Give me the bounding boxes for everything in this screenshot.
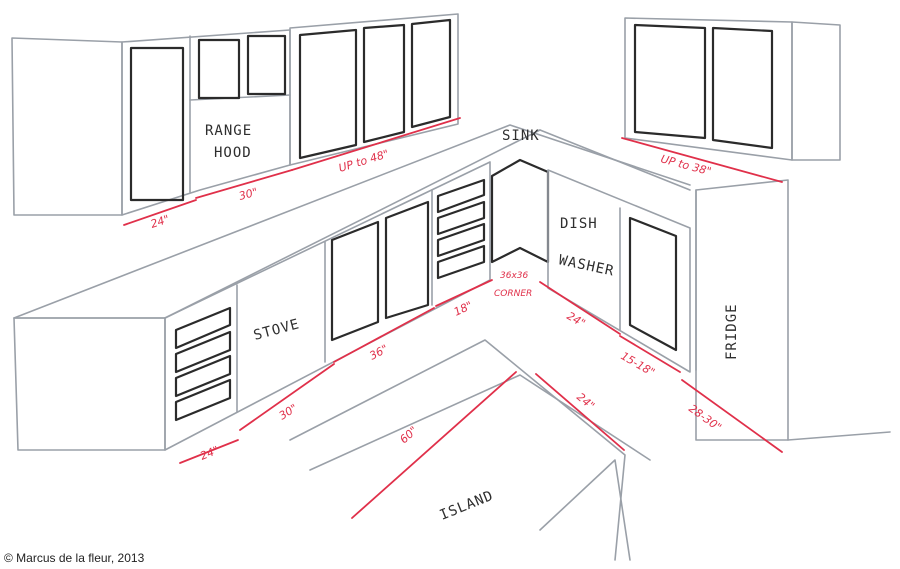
label-corner: CORNER	[494, 289, 532, 299]
upper-door-1	[298, 28, 358, 160]
sink-door-left	[330, 220, 380, 342]
drawer-stack-left	[174, 306, 232, 422]
sink-door-right	[384, 200, 430, 320]
dim-base-30: 30"	[277, 401, 300, 422]
upper-door-2	[362, 23, 406, 144]
dim-base-18: 18"	[452, 299, 475, 319]
upper-right-door-1	[633, 23, 707, 140]
base-cabinets-right	[547, 169, 691, 373]
dim-upper-24: 24"	[149, 213, 171, 231]
label-washer: WASHER	[557, 252, 616, 279]
dim-base-36: 36"	[367, 342, 390, 362]
label-sink: SINK	[502, 128, 540, 144]
upper-door-3	[410, 18, 452, 129]
copyright-notice: © Marcus de la fleur, 2013	[4, 551, 145, 565]
corner-door	[490, 158, 550, 264]
label-dish: DISH	[560, 216, 598, 232]
upper-right-door-2	[711, 26, 774, 150]
dim-base-24-left: 24"	[198, 444, 221, 463]
label-corner-size: 36x36	[500, 271, 529, 281]
upper-cabinets-left	[11, 13, 459, 216]
trash-pullout-door	[628, 216, 678, 352]
fridge-outline	[695, 179, 891, 441]
hood-cabinet-door-right	[246, 34, 287, 96]
label-island: ISLAND	[438, 488, 496, 524]
dim-base-24-right: 24"	[565, 309, 588, 330]
island	[289, 339, 651, 561]
dim-upper-30: 30"	[237, 185, 259, 202]
label-fridge: FRIDGE	[724, 303, 740, 360]
label-stove: STOVE	[252, 316, 302, 344]
drawer-stack-right	[436, 178, 486, 280]
upper-door-24	[129, 46, 185, 202]
hood-cabinet-door-left	[197, 38, 241, 100]
upper-cabinets-right	[624, 17, 841, 161]
dim-island-60: 60"	[397, 424, 420, 446]
dimension-lines	[123, 117, 783, 519]
label-hood: HOOD	[214, 145, 252, 161]
label-range: RANGE	[205, 123, 252, 139]
